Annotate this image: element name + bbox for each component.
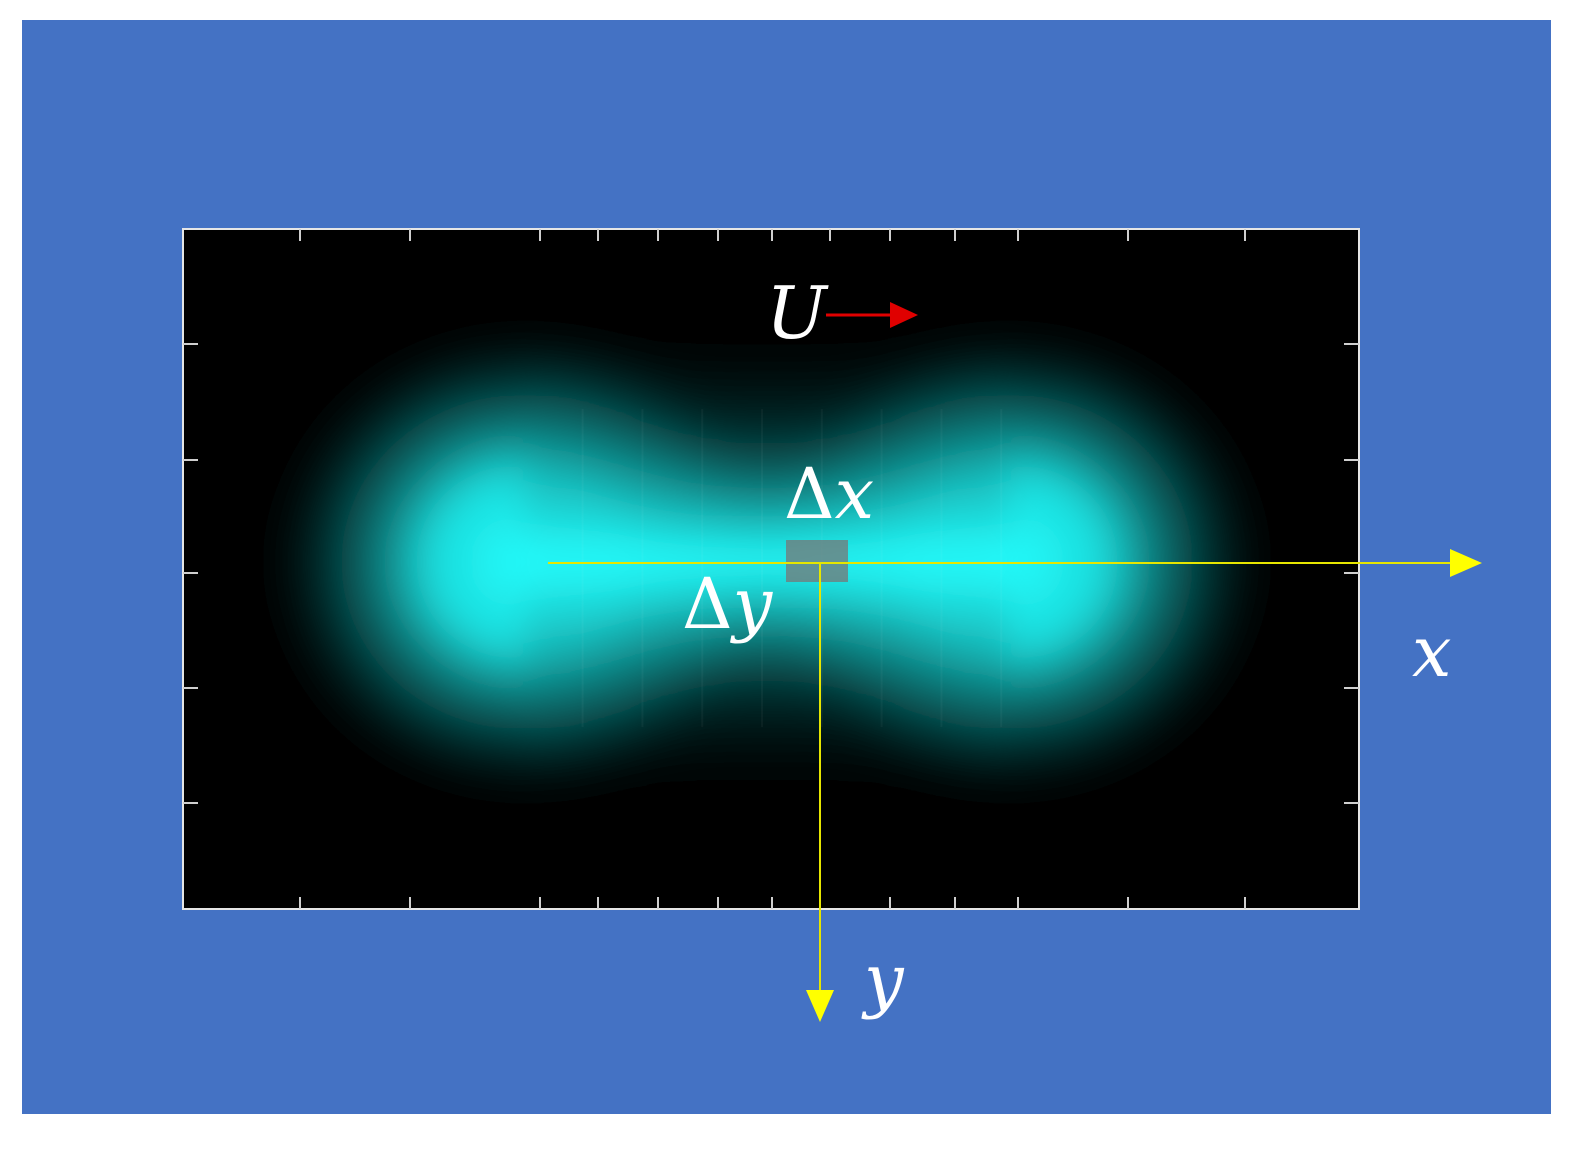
x-axis-arrow [548, 549, 1482, 577]
velocity-label: U [766, 271, 829, 355]
y-axis-label: y [861, 939, 905, 1021]
y-axis-arrow [806, 563, 834, 1022]
delta-x-label: Δx [784, 453, 874, 535]
panel-ticks [183, 229, 1359, 909]
velocity-arrow [826, 302, 918, 328]
grid-cell [786, 540, 848, 582]
arrow-right-icon [890, 302, 918, 328]
arrow-down-icon [806, 990, 834, 1022]
delta-y-label: Δy [682, 563, 774, 645]
arrow-right-icon [1450, 549, 1482, 577]
x-axis-label: x [1412, 611, 1451, 693]
